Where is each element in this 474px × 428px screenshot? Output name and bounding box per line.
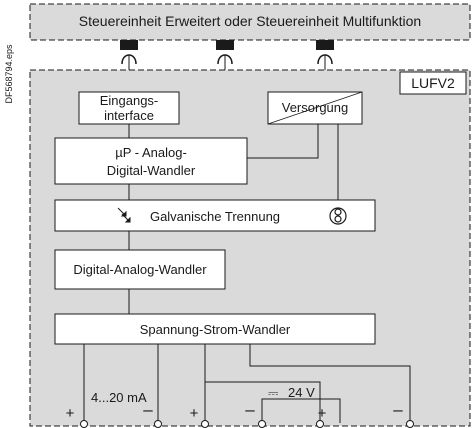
voltage-label: 24 V — [288, 385, 315, 400]
terminal-6 — [406, 420, 414, 428]
output-wire-6 — [261, 398, 341, 423]
dc-symbol: ⎓ — [268, 385, 278, 400]
terminal-3-plus: + — [190, 405, 199, 422]
terminal-6-minus: – — [393, 400, 403, 419]
svg-text:interface: interface — [104, 108, 154, 123]
svg-text:Digital-Analog-Wandler: Digital-Analog-Wandler — [73, 262, 207, 277]
ad-converter-block: µP - Analog- Digital-Wandler — [54, 137, 248, 185]
terminal-2 — [154, 420, 162, 428]
module-name-label: LUFV2 — [411, 75, 455, 91]
current-range-label: 4...20 mA — [91, 390, 147, 405]
svg-text:Spannung-Strom-Wandler: Spannung-Strom-Wandler — [140, 322, 291, 337]
terminal-4 — [258, 420, 266, 428]
optocoupler-icon — [117, 207, 131, 223]
transformer-icon — [329, 207, 347, 225]
module-name-box — [399, 71, 467, 95]
svg-text:Eingangs-: Eingangs- — [100, 93, 159, 108]
terminal-3 — [201, 420, 209, 428]
output-wire-5 — [249, 344, 411, 423]
module-area — [29, 69, 471, 427]
control-unit-bar — [29, 3, 471, 41]
terminal-4-minus: – — [245, 400, 255, 419]
da-converter-block: Digital-Analog-Wandler — [54, 249, 226, 290]
svg-text:Versorgung: Versorgung — [282, 100, 349, 115]
supply-block: Versorgung — [267, 91, 363, 125]
svg-text:Galvanische Trennung: Galvanische Trennung — [150, 209, 280, 224]
svg-text:µP - Analog-: µP - Analog- — [115, 145, 187, 160]
svg-text:Digital-Wandler: Digital-Wandler — [107, 163, 196, 178]
voltage-current-converter-block: Spannung-Strom-Wandler — [54, 313, 376, 345]
galvanic-isolation-block: Galvanische Trennung — [54, 199, 376, 232]
terminal-5 — [316, 420, 324, 428]
file-reference-label: DF568794.eps — [4, 44, 14, 104]
terminal-1-plus: + — [66, 405, 75, 422]
output-wire-3 — [204, 344, 321, 423]
control-unit-label: Steuereinheit Erweitert oder Steuereinhe… — [79, 13, 421, 29]
input-interface-block: Eingangs- interface — [78, 91, 180, 125]
terminal-5-plus: + — [318, 405, 327, 422]
terminal-2-minus: – — [143, 400, 153, 419]
wire-supply-to-adc — [247, 124, 319, 159]
terminal-1 — [80, 420, 88, 428]
